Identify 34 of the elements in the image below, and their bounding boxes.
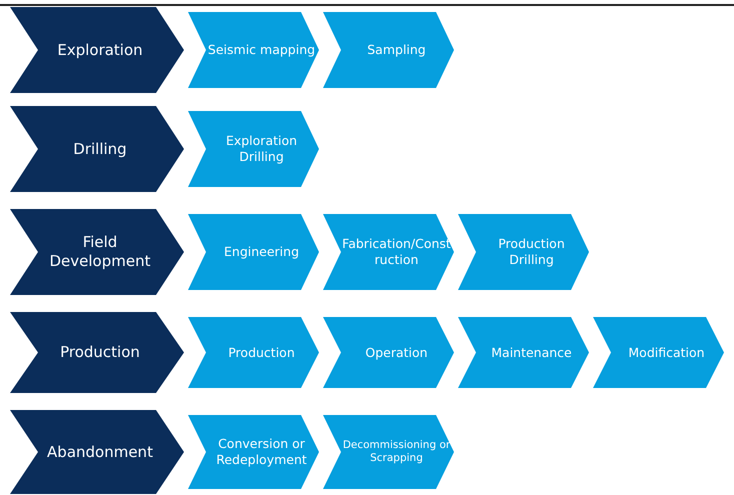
step-label: Fabrication/Construction: [342, 235, 451, 269]
phase-banner: [10, 106, 184, 192]
process-step: [323, 214, 454, 290]
step-label: Decommissioning or Scrapping: [342, 438, 451, 466]
phase-banner: [10, 312, 184, 393]
phase-label: Abandonment: [46, 442, 154, 463]
step-label: Production: [227, 344, 296, 362]
step-label: Maintenance: [490, 344, 573, 362]
process-step: [188, 12, 319, 88]
phase-banner: [10, 410, 184, 494]
step-label: Sampling: [366, 41, 427, 60]
phase-label: Exploration: [56, 40, 144, 61]
step-label: Operation: [364, 344, 429, 362]
process-step: [323, 415, 454, 489]
phase-banner: [10, 209, 184, 295]
process-step: [458, 317, 589, 388]
phase-label: Production: [59, 342, 141, 364]
process-step: [458, 214, 589, 290]
step-label: Seismic mapping: [207, 41, 316, 60]
process-step: [593, 317, 724, 388]
step-label: Exploration Drilling: [224, 132, 298, 166]
process-step: [188, 415, 319, 489]
step-label: Engineering: [223, 243, 300, 262]
process-step: [188, 214, 319, 290]
step-label: Production Drilling: [497, 235, 566, 269]
step-label: Conversion or Redeployment: [215, 435, 308, 469]
phase-label: Field Development: [48, 232, 152, 272]
process-step: [188, 111, 319, 187]
step-label: Modification: [627, 344, 706, 362]
phase-banner: [10, 7, 184, 93]
process-step: [188, 317, 319, 388]
process-step: [323, 12, 454, 88]
phase-label: Drilling: [72, 138, 128, 160]
process-step: [323, 317, 454, 388]
